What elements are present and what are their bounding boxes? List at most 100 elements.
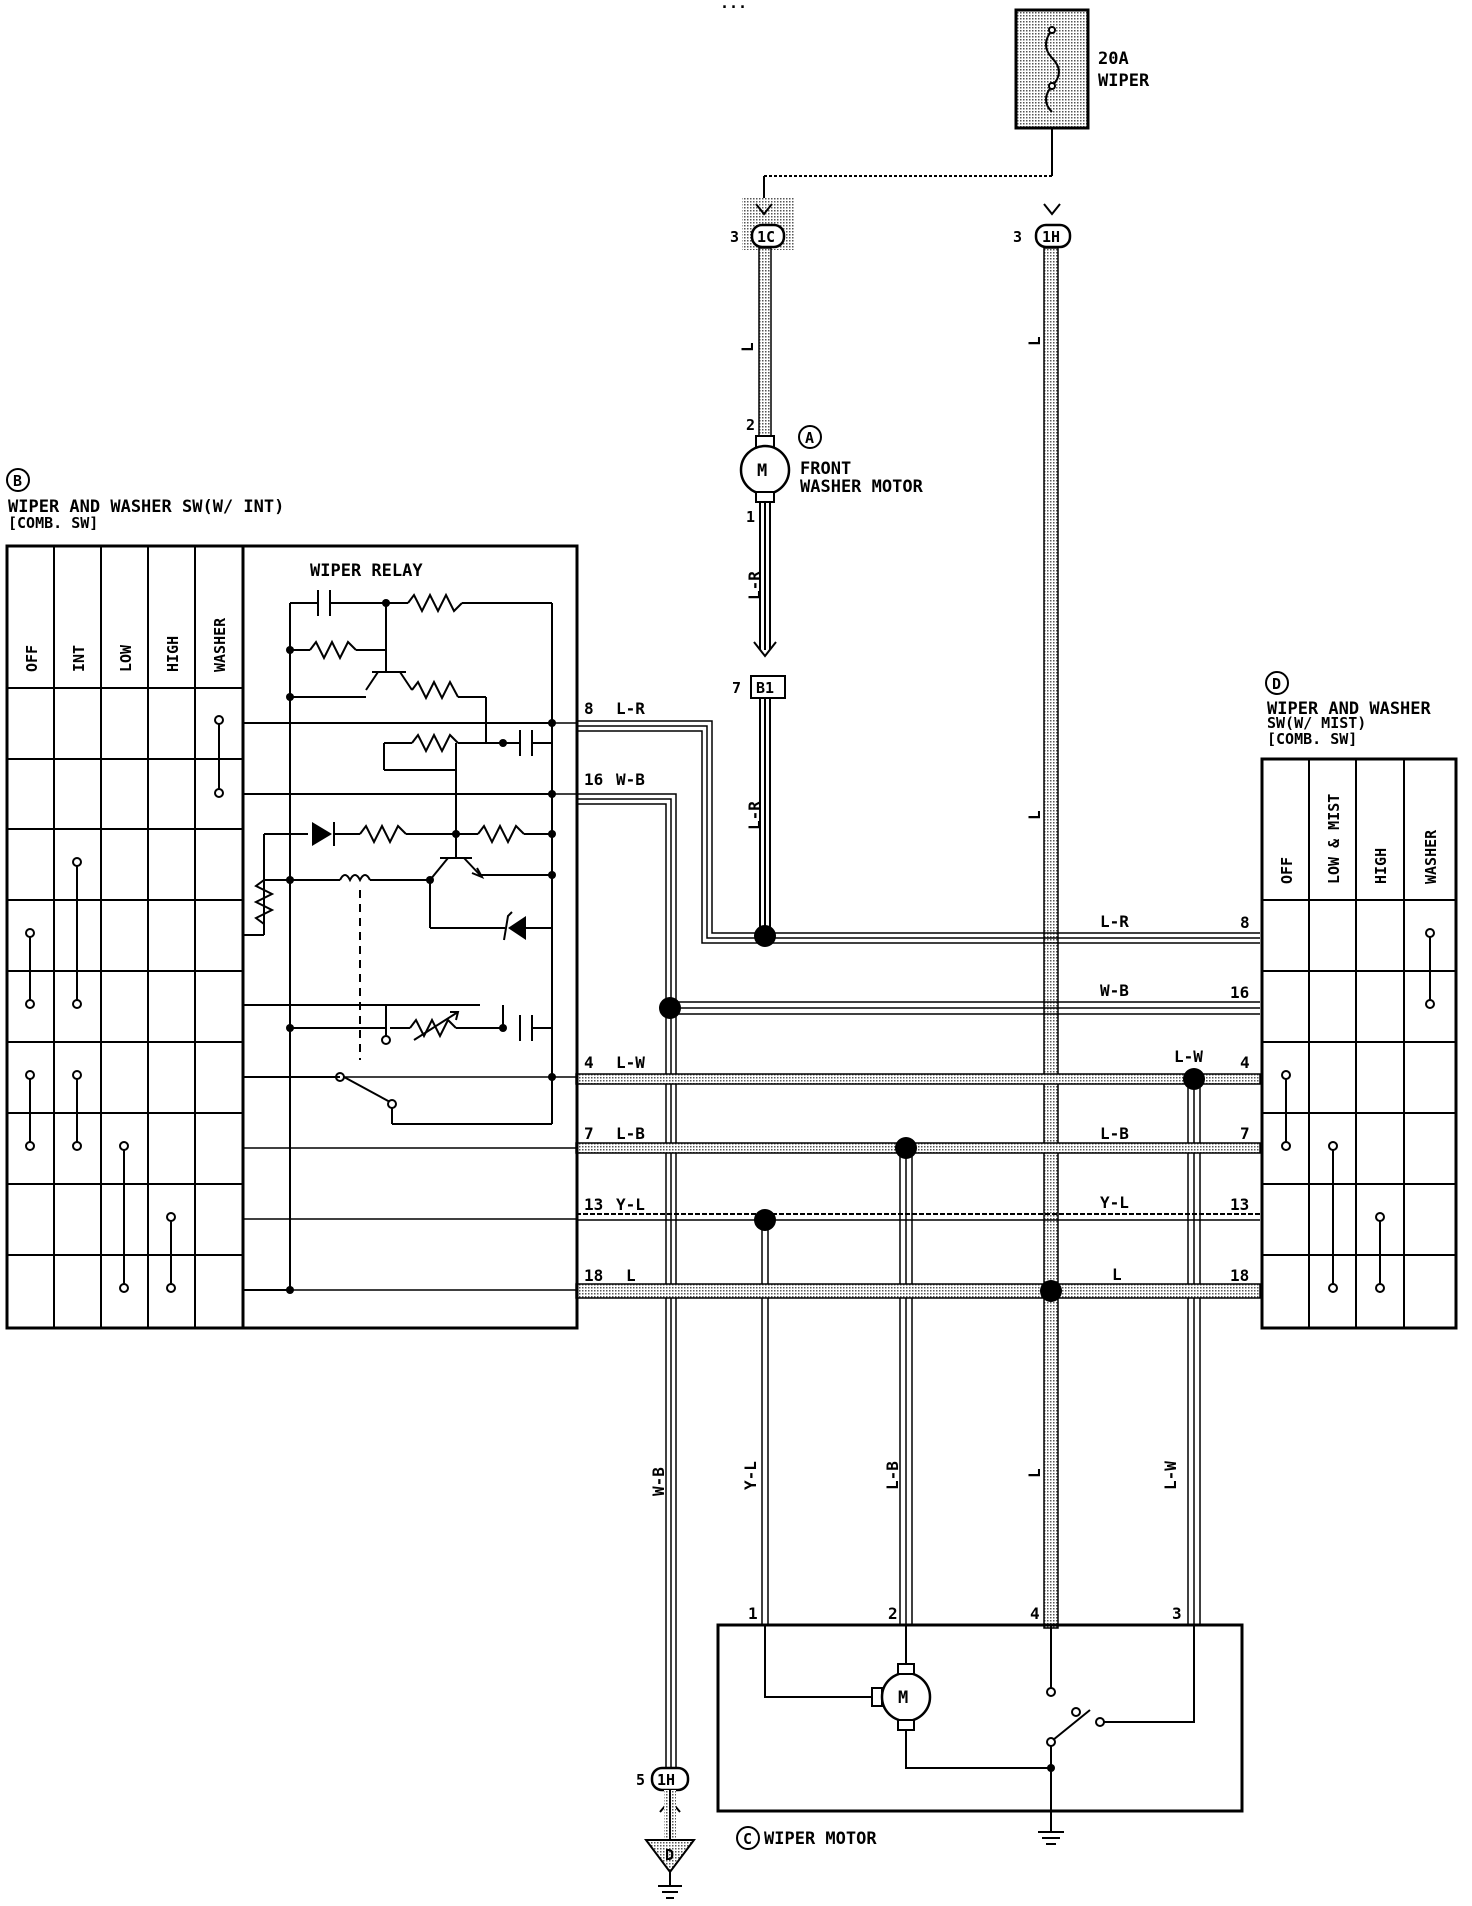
left-pin-18-color: L	[626, 1266, 636, 1285]
ground-label: D	[665, 1846, 674, 1864]
right-pin-8: 8	[1240, 913, 1250, 932]
washer-motor-badge: A	[805, 429, 814, 447]
switch-int-badge: B	[13, 472, 22, 490]
bus-lb-label: L-B	[1100, 1124, 1129, 1143]
bus-lw-label: L-W	[1174, 1047, 1203, 1066]
wiper-relay-label: WIPER RELAY	[310, 561, 423, 581]
connector-1h-top: 1H 3	[1013, 203, 1072, 249]
left-pin-18: 18	[584, 1266, 603, 1285]
switch-int-box	[5, 544, 579, 1330]
wiper-motor-pin-2: 2	[888, 1604, 898, 1623]
left-pin-8-color: L-R	[616, 699, 645, 718]
connector-b1-pin: 7	[732, 679, 741, 697]
left-pin-16-color: W-B	[616, 770, 645, 789]
wire-lr-lower: L-R	[745, 698, 771, 935]
wire-l-main-2: L	[1025, 810, 1044, 820]
washer-motor-pin-top: 2	[746, 416, 755, 434]
switch-int-title-1: WIPER AND WASHER SW(W/ INT)	[8, 497, 284, 517]
bus-lw: L-W L-W	[575, 1047, 1261, 1625]
switch-mist-col-low-mist: LOW & MIST	[1325, 794, 1343, 884]
switch-int-col-washer: WASHER	[211, 617, 229, 672]
wire-wb-vertical-label: W-B	[649, 1467, 668, 1496]
switch-mist-title-1: WIPER AND WASHER	[1267, 699, 1432, 719]
bus-lr: L-R	[576, 720, 1260, 944]
washer-motor-pin-bottom: 1	[746, 508, 755, 526]
left-pin-7-color: L-B	[616, 1124, 645, 1143]
left-pin-4: 4	[584, 1053, 594, 1072]
left-pin-7: 7	[584, 1124, 594, 1143]
bus-lb: L-B L-B	[575, 1124, 1261, 1625]
wire-l-main-1: L	[1025, 336, 1044, 346]
switch-mist-title: D WIPER AND WASHER SW(W/ MIST) [COMB. SW…	[1265, 671, 1432, 748]
wiper-motor-badge: C	[743, 1830, 752, 1848]
switch-mist-col-washer: WASHER	[1422, 829, 1440, 884]
switch-int-col-int: INT	[70, 645, 88, 672]
splice-points	[659, 925, 1205, 1302]
left-pin-16: 16	[584, 770, 603, 789]
ground-d: D	[644, 1839, 696, 1899]
washer-motor-title-1: FRONT	[800, 459, 851, 479]
left-pin-13-color: Y-L	[616, 1195, 645, 1214]
switch-int-col-low: LOW	[117, 644, 135, 672]
wiper-motor-pin-3: 3	[1172, 1604, 1182, 1623]
connector-b1-id: B1	[756, 679, 774, 697]
connector-1c-pin: 3	[730, 228, 739, 246]
right-pin-7: 7	[1240, 1124, 1250, 1143]
connector-1c: 1C 3	[730, 198, 794, 250]
connector-b1: B1 7	[732, 675, 786, 699]
switch-int-title-2: [COMB. SW]	[8, 514, 98, 532]
switch-mist-title-3: [COMB. SW]	[1267, 730, 1357, 748]
switch-int-contacts	[25, 715, 224, 1293]
left-pin-13: 13	[584, 1195, 603, 1214]
connector-1h-bottom-id: 1H	[657, 1771, 675, 1789]
bus-l-label: L	[1112, 1265, 1122, 1284]
wire-lr-vertical: L-R	[745, 502, 777, 658]
switch-int-pins: 8 L-R 16 W-B 4 L-W 7 L-B 13 Y-L 18 L	[584, 699, 645, 1285]
wiper-motor-pin-4: 4	[1030, 1604, 1040, 1623]
switch-int-title: B WIPER AND WASHER SW(W/ INT) [COMB. SW]	[6, 468, 284, 532]
wiper-motor: 1 2 4 3 M C WIPER MOTOR	[716, 1604, 1244, 1850]
right-pin-16: 16	[1230, 983, 1249, 1002]
wiper-motor-title: WIPER MOTOR	[764, 1829, 877, 1849]
switch-mist-badge: D	[1272, 675, 1281, 693]
wire-l-main-3: L	[1025, 1468, 1044, 1478]
fuse-20a-wiper: 20A WIPER	[1014, 8, 1150, 130]
wire-lb-vertical-label: L-B	[883, 1461, 902, 1490]
washer-motor-symbol: M	[757, 461, 767, 481]
switch-int-col-off: OFF	[23, 645, 41, 672]
switch-int-col-high: HIGH	[164, 636, 182, 672]
switch-mist-box	[1260, 757, 1458, 1330]
wire-lr-label-2: L-R	[745, 801, 764, 830]
front-washer-motor: M 2 1 A FRONT WASHER MOTOR	[739, 416, 924, 526]
connector-1h-top-pin: 3	[1013, 228, 1022, 246]
connector-1h-bottom: 1H 5	[636, 1766, 690, 1840]
connector-1h-bottom-pin: 5	[636, 1771, 645, 1789]
right-pin-4: 4	[1240, 1053, 1250, 1072]
wire-l-washer: L	[738, 342, 757, 352]
right-pin-13: 13	[1230, 1195, 1249, 1214]
switch-mist-col-off: OFF	[1278, 857, 1296, 884]
connector-1c-id: 1C	[757, 228, 775, 246]
switch-mist-col-high: HIGH	[1372, 848, 1390, 884]
wire-lw-vertical-label: L-W	[1161, 1461, 1180, 1490]
wiper-relay: WIPER RELAY	[243, 561, 556, 1294]
bus-l: L	[575, 1265, 1261, 1299]
switch-mist-pins: 8 16 4 7 13 18	[1230, 913, 1250, 1285]
wiper-motor-symbol: M	[898, 1688, 908, 1708]
bus-lr-label: L-R	[1100, 912, 1129, 931]
left-pin-4-color: L-W	[616, 1053, 645, 1072]
left-pin-8: 8	[584, 699, 594, 718]
top-mark: ...	[720, 0, 747, 12]
wire-yl-vertical-label: Y-L	[741, 1461, 760, 1490]
washer-motor-title-2: WASHER MOTOR	[800, 477, 924, 497]
wiper-motor-pin-1: 1	[748, 1604, 758, 1623]
bus-wb-label: W-B	[1100, 981, 1129, 1000]
bus-yl-label: Y-L	[1100, 1193, 1129, 1212]
wire-lr-label-1: L-R	[745, 571, 764, 600]
switch-mist-contacts	[1281, 928, 1435, 1293]
fuse-name: WIPER	[1098, 71, 1150, 91]
bus-wb: W-B W-B	[576, 793, 1260, 1780]
switch-mist-title-2: SW(W/ MIST)	[1267, 714, 1366, 732]
connector-1h-top-id: 1H	[1042, 228, 1060, 246]
